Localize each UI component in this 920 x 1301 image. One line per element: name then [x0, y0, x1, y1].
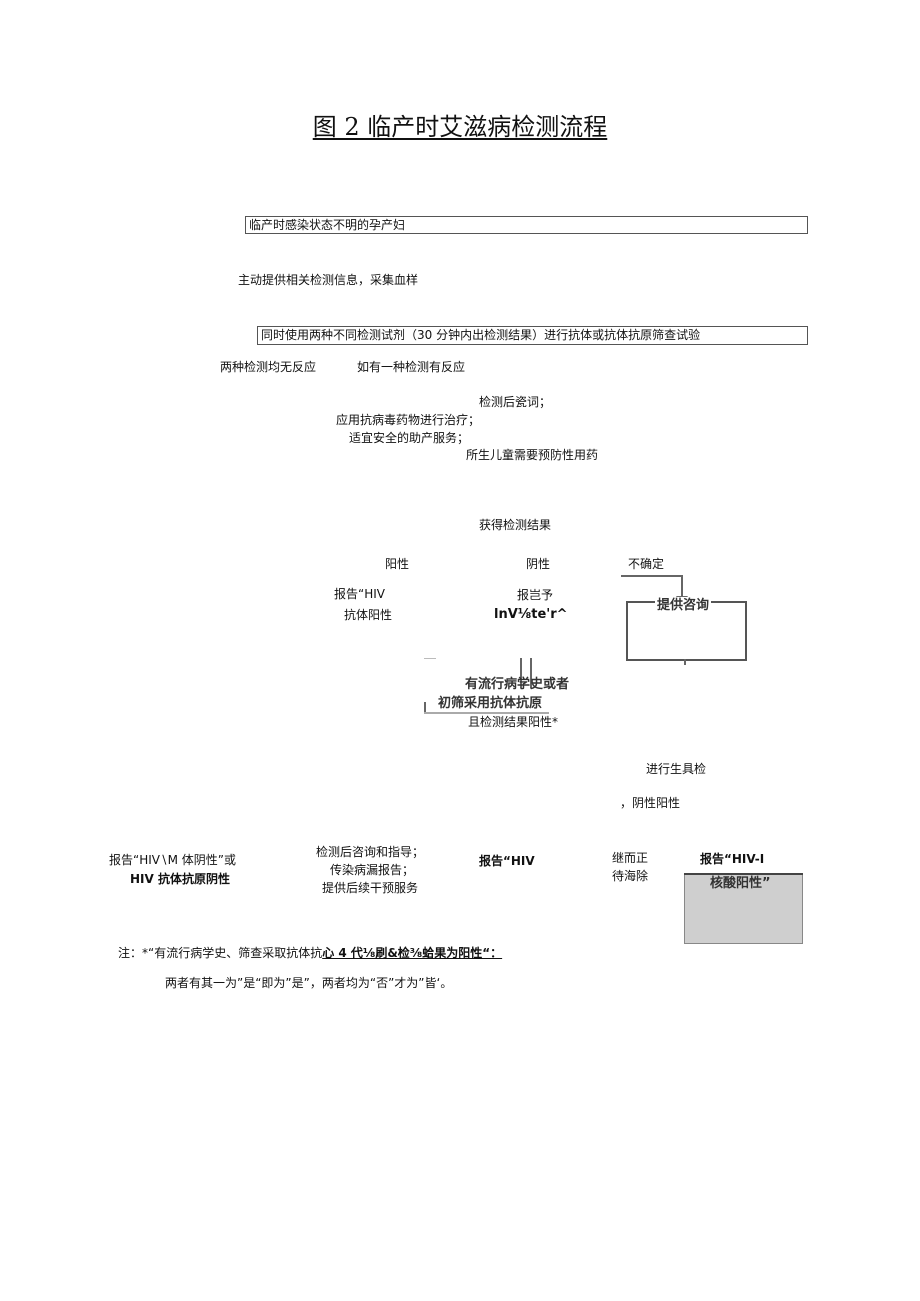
epi-underline [424, 712, 549, 714]
notes-line-1: 注：*“有流行病学史、筛查采取抗体抗心 4 代⅛刷&检⅜蛤果为阳性“： [118, 945, 502, 961]
epi-connector-left [520, 658, 522, 688]
node-epi-1: 有流行病学史或者 [465, 677, 570, 692]
node-pregnant-unknown: 临产时感染状态不明的孕产妇 [245, 216, 808, 234]
node-report-hiv-i: 报告“HIV-I [700, 852, 765, 866]
node-screen-test-label: 同时使用两种不同检测试剂（30 分钟内出检测结果）进行抗体或抗体抗原筛查试验 [261, 328, 701, 342]
node-care-4: 所生儿童需要预防性用药 [466, 448, 599, 462]
report-hiv-ab-text: 报告“HIV [334, 587, 385, 601]
epi-connector-right [530, 658, 532, 688]
node-nucleic-positive: 核酸阳性” [710, 876, 771, 891]
node-report-neg-1: 报岂予 [517, 588, 554, 602]
node-uncertain: 不确定 [628, 557, 665, 571]
node-do-test: 进行生具检 [646, 762, 707, 776]
node-report-hiv-ab: 报告“HIV [334, 586, 385, 603]
node-counsel-2: 传染病漏报告； [330, 863, 415, 877]
nucleic-box-top-border [684, 873, 803, 875]
node-one-reactive: 如有一种检测有反应 [357, 360, 466, 374]
node-screen-test: 同时使用两种不同检测试剂（30 分钟内出检测结果）进行抗体或抗体抗原筛查试验 [257, 326, 808, 345]
title-text: 图 2 临产时艾滋病检测流程 [312, 113, 608, 141]
node-neg-pos: ，阴性阳性 [620, 796, 681, 810]
node-care-3: 适宜安全的助产服务； [349, 431, 470, 445]
node-counsel-1: 检测后咨询和指导； [316, 845, 425, 859]
consult-tick [684, 659, 686, 665]
node-both-nonreactive: 两种检测均无反应 [220, 360, 317, 374]
node-care-2: 应用抗病毒药物进行治疗； [336, 413, 481, 427]
node-negative: 阴性 [526, 557, 551, 571]
uncertain-connector-v [681, 575, 683, 603]
node-report-neg-ab-2: HIV 抗体抗原阴性 [130, 872, 230, 886]
epi-faint-line [424, 658, 436, 659]
page-title: 图 2 临产时艾滋病检测流程 [0, 112, 920, 142]
node-get-result: 获得检测结果 [479, 518, 552, 532]
node-care-1: 检测后瓷词； [479, 395, 552, 409]
node-positive: 阳性 [385, 557, 410, 571]
node-provide-consult: 提供咨询 [655, 597, 712, 614]
node-offer-info: 主动提供相关检测信息，采集血样 [238, 273, 419, 287]
node-epi-2: 初筛采用抗体抗原 [438, 696, 543, 711]
node-counsel-3: 提供后续干预服务 [322, 881, 419, 895]
node-epi-3: 且检测结果阳性* [468, 715, 559, 729]
node-followup-1: 继而正 [612, 851, 649, 865]
node-report-hiv-ab-2: 抗体阳性 [344, 608, 393, 622]
node-report-neg-2: lnV⅛te'r^ [494, 607, 568, 622]
notes-line-1-b: 心 4 代⅛刷&检⅜蛤果为阳性“： [322, 946, 503, 960]
node-report-hiv-mid: 报告“HIV [479, 854, 535, 868]
node-report-neg-ab-1: 报告“HIV∖M 体阴性”或 [109, 853, 237, 867]
node-followup-2: 待海除 [612, 869, 649, 883]
notes-line-1-a: 注：*“有流行病学史、筛查采取抗体抗 [118, 946, 323, 960]
node-nucleic-box [684, 873, 803, 944]
epi-left-bracket [424, 702, 426, 714]
uncertain-connector-h [621, 575, 683, 577]
node-pregnant-unknown-label: 临产时感染状态不明的孕产妇 [249, 218, 406, 232]
notes-line-2: 两者有其一为”是“即为”是”，两者均为“否”才为”皆‘。 [165, 976, 453, 990]
